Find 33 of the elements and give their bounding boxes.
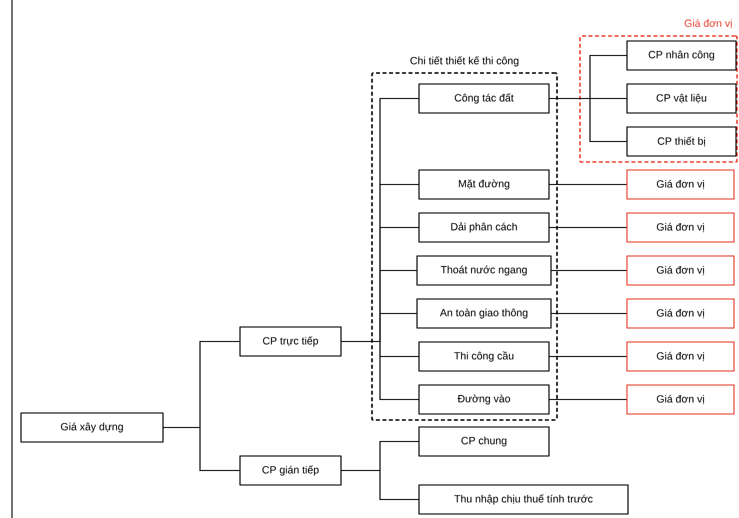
price-box: Giá đơn vị [626, 298, 735, 329]
price-box: Giá đơn vị [626, 169, 735, 200]
process-box: Mặt đường [418, 169, 550, 200]
process-box: CP chung [418, 426, 550, 457]
process-box: Thu nhập chịu thuế tính trước [418, 484, 629, 515]
connector-line [550, 184, 626, 186]
process-box: An toàn giao thông [416, 298, 552, 329]
process-box: Thoát nước ngang [416, 255, 552, 286]
price-box: Giá đơn vị [626, 341, 735, 372]
price-box: Giá đơn vị [626, 384, 735, 415]
connector-line [342, 340, 418, 400]
connector-line [552, 312, 626, 314]
connector-line [550, 356, 626, 358]
process-box: CP thiết bị [626, 126, 737, 157]
process-box: Công tác đất [418, 83, 550, 114]
process-box: Giá xây dựng [20, 412, 164, 443]
process-box: Đường vào [418, 384, 550, 415]
process-box: Dải phân cách [418, 212, 550, 243]
price-box: Giá đơn vị [626, 212, 735, 243]
group-heading: Chi tiết thiết kế thi công [410, 56, 518, 66]
connector-line [550, 98, 626, 142]
connector-line [164, 426, 240, 472]
process-box: CP trực tiếp [239, 326, 342, 357]
group-heading: Giá đơn vị [684, 19, 732, 28]
connector-line [342, 470, 418, 500]
connector-line [552, 270, 626, 272]
process-box: CP vật liệu [626, 83, 737, 114]
process-box: CP nhân công [626, 40, 737, 71]
process-box: CP gián tiếp [239, 455, 342, 486]
connector-line [550, 398, 626, 400]
process-box: Thi công cầu [418, 341, 550, 372]
connector-line [550, 226, 626, 228]
price-box: Giá đơn vị [626, 255, 735, 286]
